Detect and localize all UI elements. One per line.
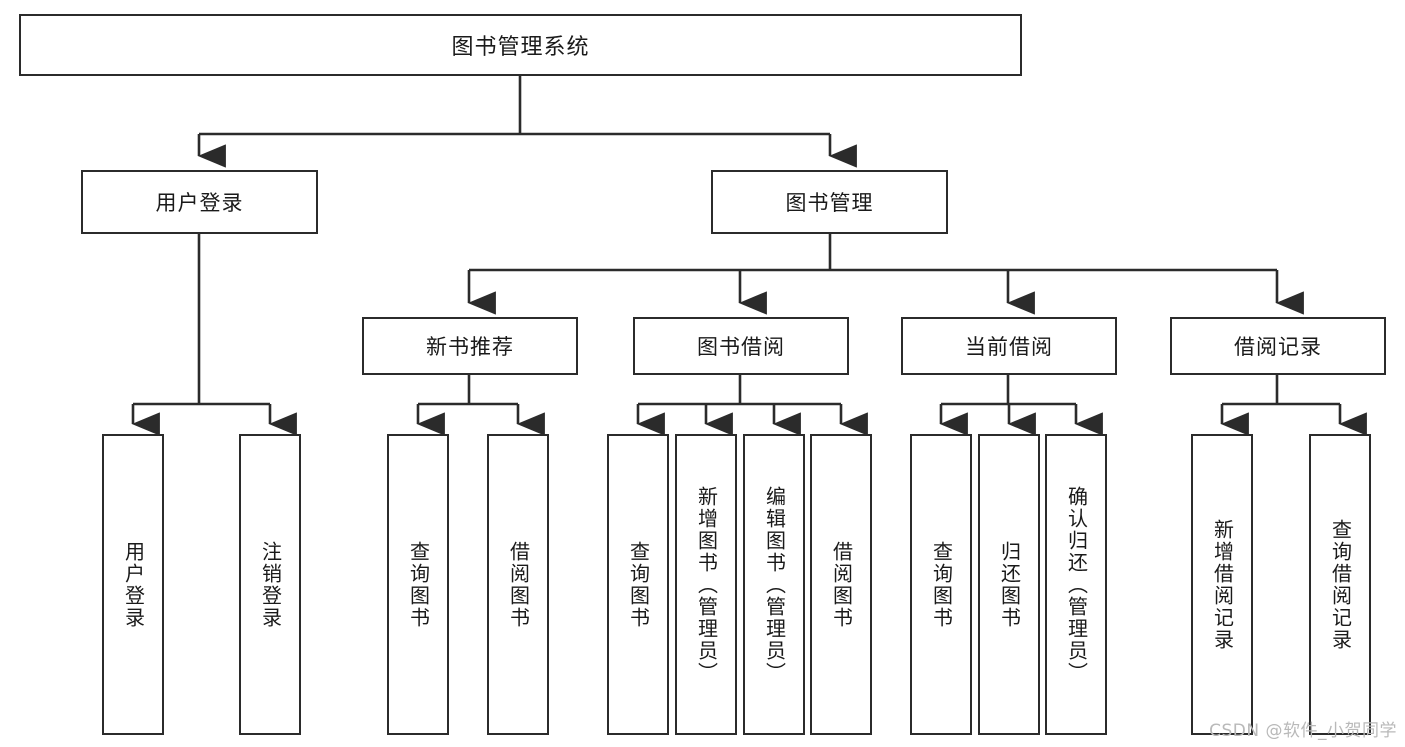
leaf-user-login-logout[interactable]: 注销登录 bbox=[239, 434, 301, 735]
node-label: 查询图书 bbox=[929, 540, 954, 629]
node-user-login[interactable]: 用户登录 bbox=[81, 170, 318, 234]
leaf-book-borrow-add-book-admin[interactable]: 新增图书（管理员） bbox=[675, 434, 737, 735]
node-book-management[interactable]: 图书管理 bbox=[711, 170, 948, 234]
node-label: 查询图书 bbox=[626, 540, 651, 629]
node-label: 查询图书 bbox=[406, 540, 431, 629]
leaf-book-borrow-borrow-book[interactable]: 借阅图书 bbox=[810, 434, 872, 735]
leaf-current-borrow-confirm-return-admin[interactable]: 确认归还（管理员） bbox=[1045, 434, 1107, 735]
node-label: 新书推荐 bbox=[426, 335, 514, 359]
node-label: 用户登录 bbox=[121, 540, 146, 629]
node-label: 借阅图书 bbox=[829, 540, 854, 629]
leaf-borrow-record-add-record[interactable]: 新增借阅记录 bbox=[1191, 434, 1253, 735]
leaf-current-borrow-return-book[interactable]: 归还图书 bbox=[978, 434, 1040, 735]
node-root-book-management-system[interactable]: 图书管理系统 bbox=[19, 14, 1022, 76]
leaf-new-book-borrow-book[interactable]: 借阅图书 bbox=[487, 434, 549, 735]
node-label: 当前借阅 bbox=[965, 335, 1053, 359]
node-borrow-record[interactable]: 借阅记录 bbox=[1170, 317, 1386, 375]
node-label: 图书管理系统 bbox=[451, 35, 590, 60]
node-label: 图书借阅 bbox=[697, 335, 785, 359]
node-label: 图书管理 bbox=[785, 191, 874, 215]
leaf-book-borrow-query-book[interactable]: 查询图书 bbox=[607, 434, 669, 735]
leaf-borrow-record-query-record[interactable]: 查询借阅记录 bbox=[1309, 434, 1371, 735]
leaf-new-book-query-book[interactable]: 查询图书 bbox=[387, 434, 449, 735]
node-label: 注销登录 bbox=[258, 540, 283, 629]
node-label: 借阅记录 bbox=[1234, 335, 1322, 359]
leaf-book-borrow-edit-book-admin[interactable]: 编辑图书（管理员） bbox=[743, 434, 805, 735]
watermark-text: CSDN @软件_小贺同学 bbox=[1209, 721, 1397, 741]
node-label: 新增图书（管理员） bbox=[694, 485, 719, 684]
node-book-borrow[interactable]: 图书借阅 bbox=[633, 317, 849, 375]
node-current-borrow[interactable]: 当前借阅 bbox=[901, 317, 1117, 375]
node-label: 用户登录 bbox=[155, 191, 244, 215]
node-label: 确认归还（管理员） bbox=[1064, 485, 1089, 684]
node-new-book-recommend[interactable]: 新书推荐 bbox=[362, 317, 578, 375]
node-label: 新增借阅记录 bbox=[1210, 518, 1235, 651]
leaf-user-login-login[interactable]: 用户登录 bbox=[102, 434, 164, 735]
leaf-current-borrow-query-book[interactable]: 查询图书 bbox=[910, 434, 972, 735]
node-label: 借阅图书 bbox=[506, 540, 531, 629]
node-label: 编辑图书（管理员） bbox=[762, 485, 787, 684]
node-label: 查询借阅记录 bbox=[1328, 518, 1353, 651]
node-label: 归还图书 bbox=[997, 540, 1022, 629]
